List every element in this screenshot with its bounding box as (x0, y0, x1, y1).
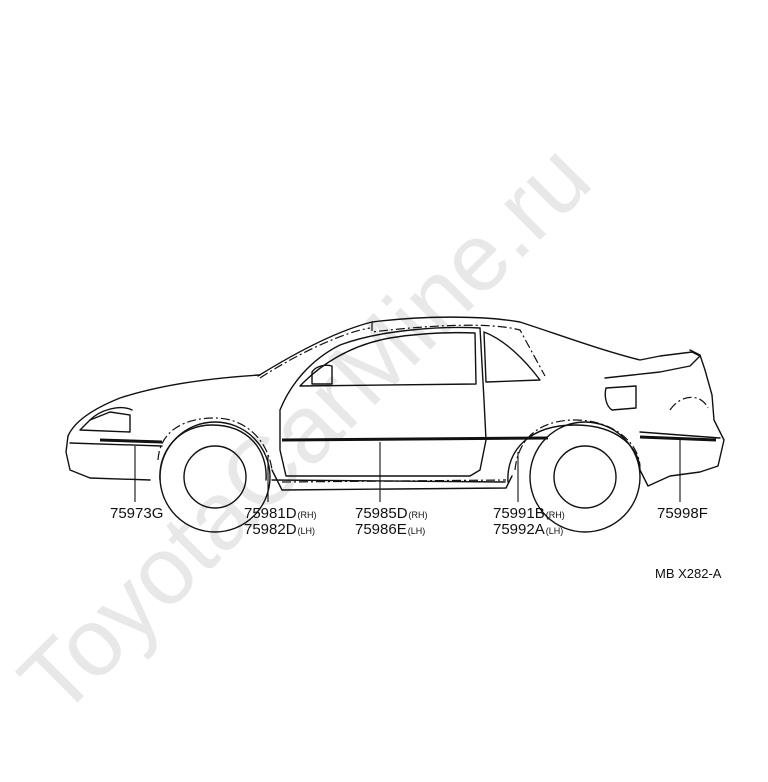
front-wheel (159, 421, 271, 533)
watermark: ToyotaCarMine.ru (0, 123, 611, 734)
part-label-75998F: 75998F (657, 505, 708, 522)
leader-lines (134, 440, 681, 502)
rear-wheel (529, 421, 641, 533)
part-label-75973G: 75973G (110, 505, 163, 522)
part-label-75982D: 75982D(LH) (244, 521, 315, 538)
molding-door (281, 436, 549, 442)
part-label-75985D: 75985D(RH) (355, 505, 428, 522)
part-label-75981D: 75981D(RH) (244, 505, 317, 522)
reference-code: MB X282-A (655, 566, 722, 581)
molding-rear (639, 435, 717, 442)
car-illustration (65, 316, 725, 533)
part-label-75992A: 75992A(LH) (493, 521, 563, 538)
molding-front (99, 438, 163, 444)
part-label-75986E: 75986E(LH) (355, 521, 425, 538)
part-label-75991B: 75991B(RH) (493, 505, 565, 522)
